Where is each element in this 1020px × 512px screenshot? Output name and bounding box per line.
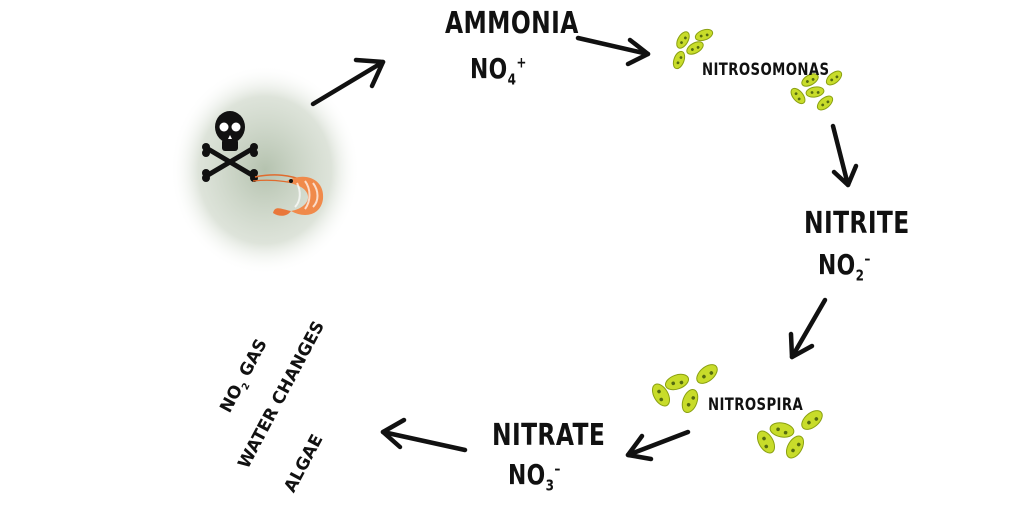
arrow-to-nitrosomonas: [575, 35, 651, 67]
skull-crossbones-icon: [202, 111, 258, 182]
arrow-to-nitrate: [625, 429, 691, 462]
arrow-to-ammonia: [310, 57, 386, 107]
nitrosomonas-bacteria-icon: [672, 28, 843, 111]
shrimp-icon: [252, 174, 324, 216]
nitrate-label: NITRATE: [492, 418, 606, 453]
nitrite-label: NITRITE: [804, 206, 910, 241]
arrow-to-nitrospira: [788, 297, 828, 360]
arrow-to-nitrite: [830, 123, 859, 188]
waste-haze: [170, 65, 360, 275]
ammonia-formula: NO4+: [470, 52, 527, 89]
nitrospira-label: NITROSPIRA: [708, 395, 804, 415]
nitrosomonas-label: NITROSOMONAS: [702, 60, 830, 80]
nitrite-formula: NO2–: [818, 248, 871, 285]
nitrate-formula: NO3–: [508, 458, 561, 495]
nitrospira-bacteria-icon: [651, 364, 823, 459]
ammonia-label: AMMONIA: [445, 6, 579, 41]
arrow-to-removal: [380, 417, 468, 453]
